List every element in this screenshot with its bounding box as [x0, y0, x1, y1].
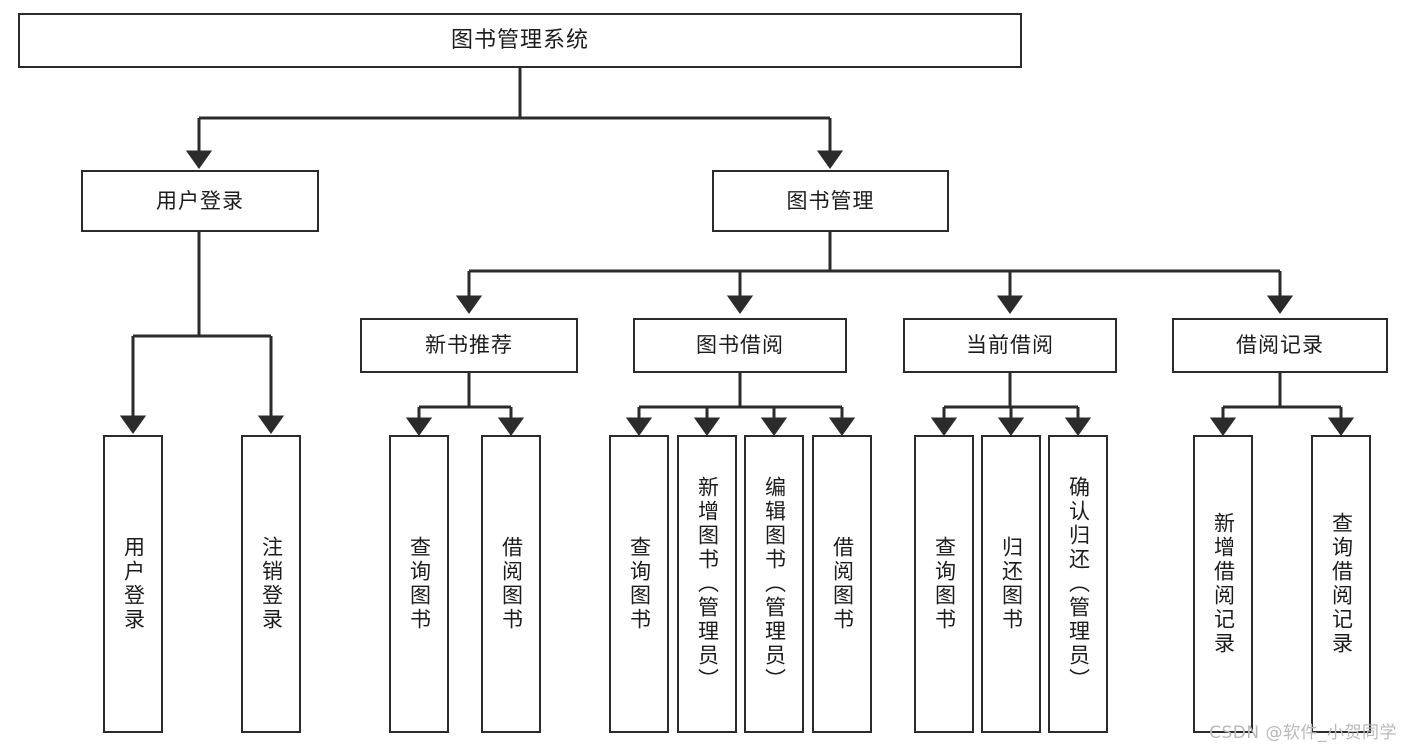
node-leaf-add-record-label: 新增借阅记录 — [1211, 512, 1236, 656]
node-leaf-query-book-3-label: 查询图书 — [932, 536, 957, 632]
node-leaf-query-book-1-label: 查询图书 — [407, 536, 432, 632]
node-leaf-logout-login[interactable]: 注销登录 — [241, 435, 301, 733]
node-leaf-user-login-label: 用户登录 — [121, 536, 146, 632]
watermark-text: CSDN @软件_小贺同学 — [1209, 723, 1397, 743]
node-leaf-confirm-return[interactable]: 确认归还（管理员） — [1048, 435, 1108, 733]
node-current-borrow[interactable]: 当前借阅 — [903, 318, 1117, 373]
node-leaf-user-login[interactable]: 用户登录 — [103, 435, 163, 733]
node-leaf-edit-book-label: 编辑图书（管理员） — [762, 476, 787, 692]
node-root-system[interactable]: 图书管理系统 — [18, 13, 1022, 68]
node-leaf-add-book-label: 新增图书（管理员） — [695, 476, 720, 692]
node-book-manage[interactable]: 图书管理 — [712, 170, 949, 232]
node-leaf-add-book[interactable]: 新增图书（管理员） — [677, 435, 737, 733]
node-leaf-query-record[interactable]: 查询借阅记录 — [1311, 435, 1371, 733]
node-leaf-query-book-1[interactable]: 查询图书 — [389, 435, 449, 733]
node-leaf-query-book-3[interactable]: 查询图书 — [914, 435, 974, 733]
node-user-login[interactable]: 用户登录 — [81, 170, 319, 232]
node-user-login-label: 用户登录 — [156, 188, 244, 213]
node-leaf-query-book-2-label: 查询图书 — [627, 536, 652, 632]
node-leaf-borrow-book-2-label: 借阅图书 — [830, 536, 855, 632]
node-new-book-recommend[interactable]: 新书推荐 — [360, 318, 578, 373]
node-leaf-query-record-label: 查询借阅记录 — [1329, 512, 1354, 656]
node-leaf-return-book[interactable]: 归还图书 — [981, 435, 1041, 733]
node-borrow-record-label: 借阅记录 — [1236, 333, 1324, 358]
node-current-borrow-label: 当前借阅 — [966, 333, 1054, 358]
node-borrow-record[interactable]: 借阅记录 — [1172, 318, 1388, 373]
node-leaf-borrow-book-1-label: 借阅图书 — [499, 536, 524, 632]
node-leaf-borrow-book-1[interactable]: 借阅图书 — [481, 435, 541, 733]
node-leaf-logout-login-label: 注销登录 — [259, 536, 284, 632]
node-leaf-add-record[interactable]: 新增借阅记录 — [1193, 435, 1253, 733]
node-leaf-borrow-book-2[interactable]: 借阅图书 — [812, 435, 872, 733]
node-leaf-return-book-label: 归还图书 — [999, 536, 1024, 632]
node-book-borrow-label: 图书借阅 — [696, 333, 784, 358]
node-leaf-edit-book[interactable]: 编辑图书（管理员） — [744, 435, 804, 733]
node-new-book-recommend-label: 新书推荐 — [425, 333, 513, 358]
node-book-borrow[interactable]: 图书借阅 — [633, 318, 847, 373]
node-book-manage-label: 图书管理 — [786, 188, 875, 213]
node-leaf-confirm-return-label: 确认归还（管理员） — [1066, 476, 1091, 692]
node-leaf-query-book-2[interactable]: 查询图书 — [609, 435, 669, 733]
node-root-system-label: 图书管理系统 — [450, 27, 589, 53]
